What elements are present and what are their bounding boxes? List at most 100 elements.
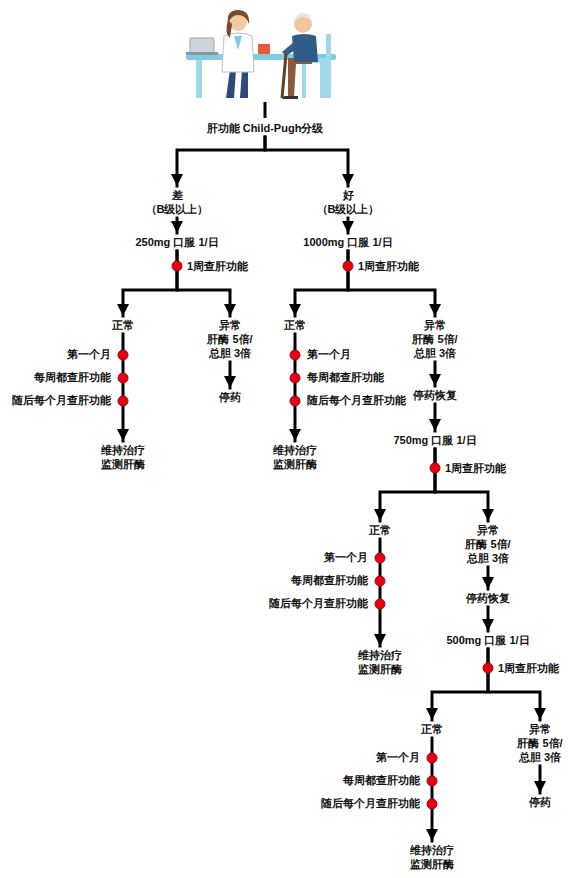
check-note: 1周查肝功能 [445, 461, 506, 475]
flow-arrow [380, 449, 435, 521]
connector-line [264, 102, 267, 118]
checkpoint-dot [375, 599, 385, 609]
outcome-node: 停药 [210, 390, 250, 404]
node-text: 差 [137, 188, 217, 202]
checkpoint-dot [427, 799, 437, 809]
node-text: 好 [308, 188, 388, 202]
node-text: 正常 [360, 523, 400, 537]
node-text: 维持治疗 监测肝酶 [354, 648, 406, 676]
check-note: 1周查肝功能 [358, 259, 419, 273]
node-text: 肝功能 Child-Pugh分级 [170, 121, 360, 135]
doctor-hair [228, 10, 249, 24]
node-text: 正常 [412, 722, 452, 736]
node-detail: 肝酶 5倍/ 总胆 3倍 [201, 332, 259, 360]
node-text: 正常 [103, 318, 143, 332]
outcome-node: 维持治疗 监测肝酶 [406, 843, 458, 871]
outcome-node: 维持治疗 监测肝酶 [354, 648, 406, 676]
checkpoint-dot [290, 350, 300, 360]
edge-note: 第一个月 每周都查肝功能 随后每个月查肝功能 [5, 343, 111, 412]
node-text: 正常 [275, 318, 315, 332]
checkpoint-dot [172, 261, 182, 271]
doctor-coat [222, 33, 254, 72]
desk-leg [196, 60, 202, 98]
checkpoint-dot [290, 396, 300, 406]
desk-item [258, 44, 270, 54]
doctor-leg [240, 70, 248, 98]
chair-back [326, 34, 331, 98]
dose-node: 500mg 口服 1/日 [423, 633, 553, 647]
recovery-node: 停药恢复 [400, 388, 470, 402]
node-text: 750mg 口服 1/日 [370, 433, 500, 447]
dose-node: 750mg 口服 1/日 [370, 433, 500, 447]
checkpoint-dot [118, 373, 128, 383]
outcome-node: 维持治疗 监测肝酶 [97, 443, 149, 471]
node-text: 异常 [201, 318, 259, 332]
flow-arrow [348, 251, 435, 316]
desk-leg [320, 60, 326, 98]
flow-arrow [123, 251, 177, 316]
doctor-shirt [234, 36, 242, 50]
result-node: 异常肝酶 5倍/ 总胆 3倍 [201, 318, 259, 360]
check-note: 1周查肝功能 [498, 661, 559, 675]
node-detail: 肝酶 5倍/ 总胆 3倍 [406, 332, 464, 360]
condition-node: 好（B级以上） [308, 188, 388, 216]
node-text: 停药 [210, 390, 250, 404]
flow-arrow [295, 251, 348, 316]
node-text: 250mg 口服 1/日 [112, 235, 242, 249]
node-detail: （B级以上） [137, 202, 217, 216]
flow-arrow [487, 567, 490, 589]
result-node: 异常肝酶 5倍/ 总胆 3倍 [459, 523, 517, 565]
check-note: 1周查肝功能 [187, 259, 248, 273]
flow-arrow [435, 449, 488, 521]
edge-note: 第一个月 每周都查肝功能 随后每个月查肝功能 [307, 343, 413, 412]
flow-arrow [488, 649, 540, 720]
dose-node: 250mg 口服 1/日 [112, 235, 242, 249]
patient-arm [282, 42, 298, 56]
patient-shoe [282, 96, 298, 99]
node-detail: 肝酶 5倍/ 总胆 3倍 [459, 537, 517, 565]
result-node: 异常肝酶 5倍/ 总胆 3倍 [406, 318, 464, 360]
node-text: 维持治疗 监测肝酶 [406, 843, 458, 871]
checkpoint-dot [343, 261, 353, 271]
flow-arrow [176, 218, 179, 233]
flow-arrow [434, 362, 437, 386]
patient-hair [294, 13, 312, 22]
checkpoint-dot [430, 463, 440, 473]
assessment-node: 肝功能 Child-Pugh分级 [170, 121, 360, 135]
checkpoint-dot [118, 396, 128, 406]
outcome-node: 停药 [520, 795, 560, 809]
recovery-node: 停药恢复 [453, 591, 523, 605]
doctor-leg [226, 70, 236, 98]
node-text: 停药恢复 [400, 388, 470, 402]
node-text: 异常 [406, 318, 464, 332]
node-text: 停药 [520, 795, 560, 809]
result-node: 正常 [103, 318, 143, 332]
chair-leg [302, 63, 306, 98]
checkpoint-dot [375, 576, 385, 586]
flow-arrow [432, 649, 488, 720]
node-text: 异常 [459, 523, 517, 537]
edge-note: 第一个月 每周都查肝功能 随后每个月查肝功能 [314, 746, 420, 815]
node-detail: 肝酶 5倍/ 总胆 3倍 [511, 736, 569, 764]
node-text: 500mg 口服 1/日 [423, 633, 553, 647]
result-node: 异常肝酶 5倍/ 总胆 3倍 [511, 722, 569, 764]
checkpoint-dot [427, 753, 437, 763]
flow-arrow [434, 404, 437, 431]
node-text: 维持治疗 监测肝酶 [269, 443, 321, 471]
node-text: 1000mg 口服 1/日 [283, 235, 413, 249]
flow-arrow [539, 766, 542, 793]
cane [282, 54, 286, 98]
condition-node: 差（B级以上） [137, 188, 217, 216]
doctor-hair [226, 20, 232, 38]
result-node: 正常 [275, 318, 315, 332]
node-detail: （B级以上） [308, 202, 388, 216]
flow-arrow [347, 218, 350, 233]
node-text: 维持治疗 监测肝酶 [97, 443, 149, 471]
edge-note: 第一个月 每周都查肝功能 随后每个月查肝功能 [262, 546, 368, 615]
result-node: 正常 [412, 722, 452, 736]
node-text: 停药恢复 [453, 591, 523, 605]
checkpoint-dot [290, 373, 300, 383]
checkpoint-dot [483, 663, 493, 673]
laptop-base [186, 52, 218, 55]
